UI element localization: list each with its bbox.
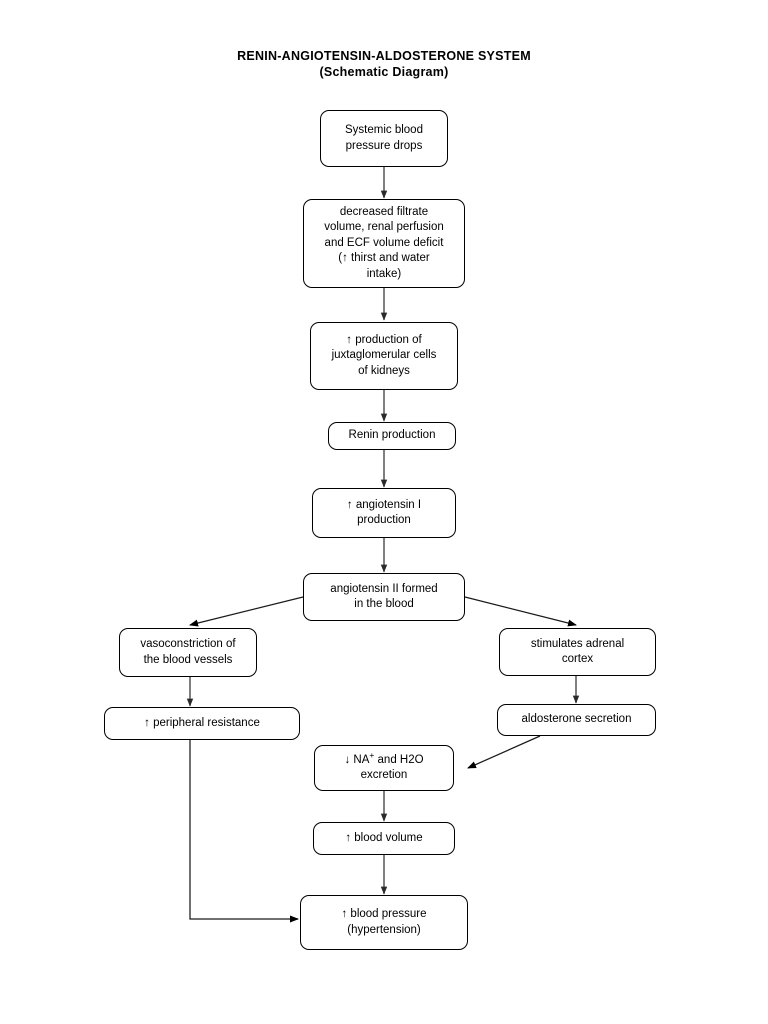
node-na-h2o-excretion[interactable]: ↓ NA+ and H2O excretion: [314, 745, 454, 791]
node-na-h2o-excretion-label: ↓ NA+ and H2O excretion: [344, 749, 424, 784]
node-renin-production[interactable]: Renin production: [328, 422, 456, 450]
node-adrenal-cortex-label: stimulates adrenal cortex: [530, 637, 625, 666]
node-vasoconstriction-label: vasoconstriction of the blood vessels: [140, 638, 236, 666]
edge-peripheral-resistance-to-blood-pressure: [189, 740, 299, 923]
title-line-2: (Schematic Diagram): [319, 65, 449, 79]
page-title: RENIN-ANGIOTENSIN-ALDOSTERONE SYSTEM (Sc…: [0, 48, 768, 80]
node-peripheral-resistance-label: ↑ peripheral resistance: [144, 716, 260, 729]
node-blood-pressure-label: ↑ blood pressure (hypertension): [341, 908, 427, 936]
node-jg-cells-production-label: ↑ production of juxtaglomerular cells of…: [331, 333, 437, 377]
node-blood-volume[interactable]: ↑ blood volume: [313, 822, 455, 855]
node-systemic-bp-drops-label: Systemic blood pressure drops: [345, 124, 423, 152]
node-na-h2o-excretion-superscript: +: [369, 749, 375, 760]
node-na-h2o-excretion-prefix: ↓ NA: [344, 753, 370, 766]
node-blood-pressure[interactable]: ↑ blood pressure (hypertension): [300, 895, 468, 950]
node-jg-cells-production[interactable]: ↑ production of juxtaglomerular cells of…: [310, 322, 458, 390]
node-aldosterone-secretion[interactable]: aldosterone secretion: [497, 704, 656, 736]
node-angiotensin-ii-label: angiotensin II formed in the blood: [330, 582, 438, 611]
title-line-1: RENIN-ANGIOTENSIN-ALDOSTERONE SYSTEM: [237, 49, 531, 63]
node-decreased-filtrate-label: decreased filtrate volume, renal perfusi…: [324, 205, 444, 280]
node-systemic-bp-drops[interactable]: Systemic blood pressure drops: [320, 110, 448, 167]
node-angiotensin-ii[interactable]: angiotensin II formed in the blood: [303, 573, 465, 621]
node-decreased-filtrate[interactable]: decreased filtrate volume, renal perfusi…: [303, 199, 465, 288]
node-angiotensin-i[interactable]: ↑ angiotensin I production: [312, 488, 456, 538]
node-peripheral-resistance[interactable]: ↑ peripheral resistance: [104, 707, 300, 740]
node-adrenal-cortex[interactable]: stimulates adrenal cortex: [499, 628, 656, 676]
node-na-h2o-excretion-suffix: and H2O excretion: [360, 753, 424, 782]
edge-angiotensin-ii-to-vasoconstriction: [189, 596, 304, 627]
node-angiotensin-i-label: ↑ angiotensin I production: [346, 498, 422, 527]
node-vasoconstriction[interactable]: vasoconstriction of the blood vessels: [119, 628, 257, 677]
node-blood-volume-label: ↑ blood volume: [345, 831, 423, 844]
node-renin-production-label: Renin production: [348, 429, 436, 442]
edge-aldosterone-to-na-excretion: [467, 735, 541, 769]
node-aldosterone-secretion-label: aldosterone secretion: [521, 713, 632, 726]
edge-angiotensin-ii-to-adrenal-cortex: [464, 596, 577, 627]
